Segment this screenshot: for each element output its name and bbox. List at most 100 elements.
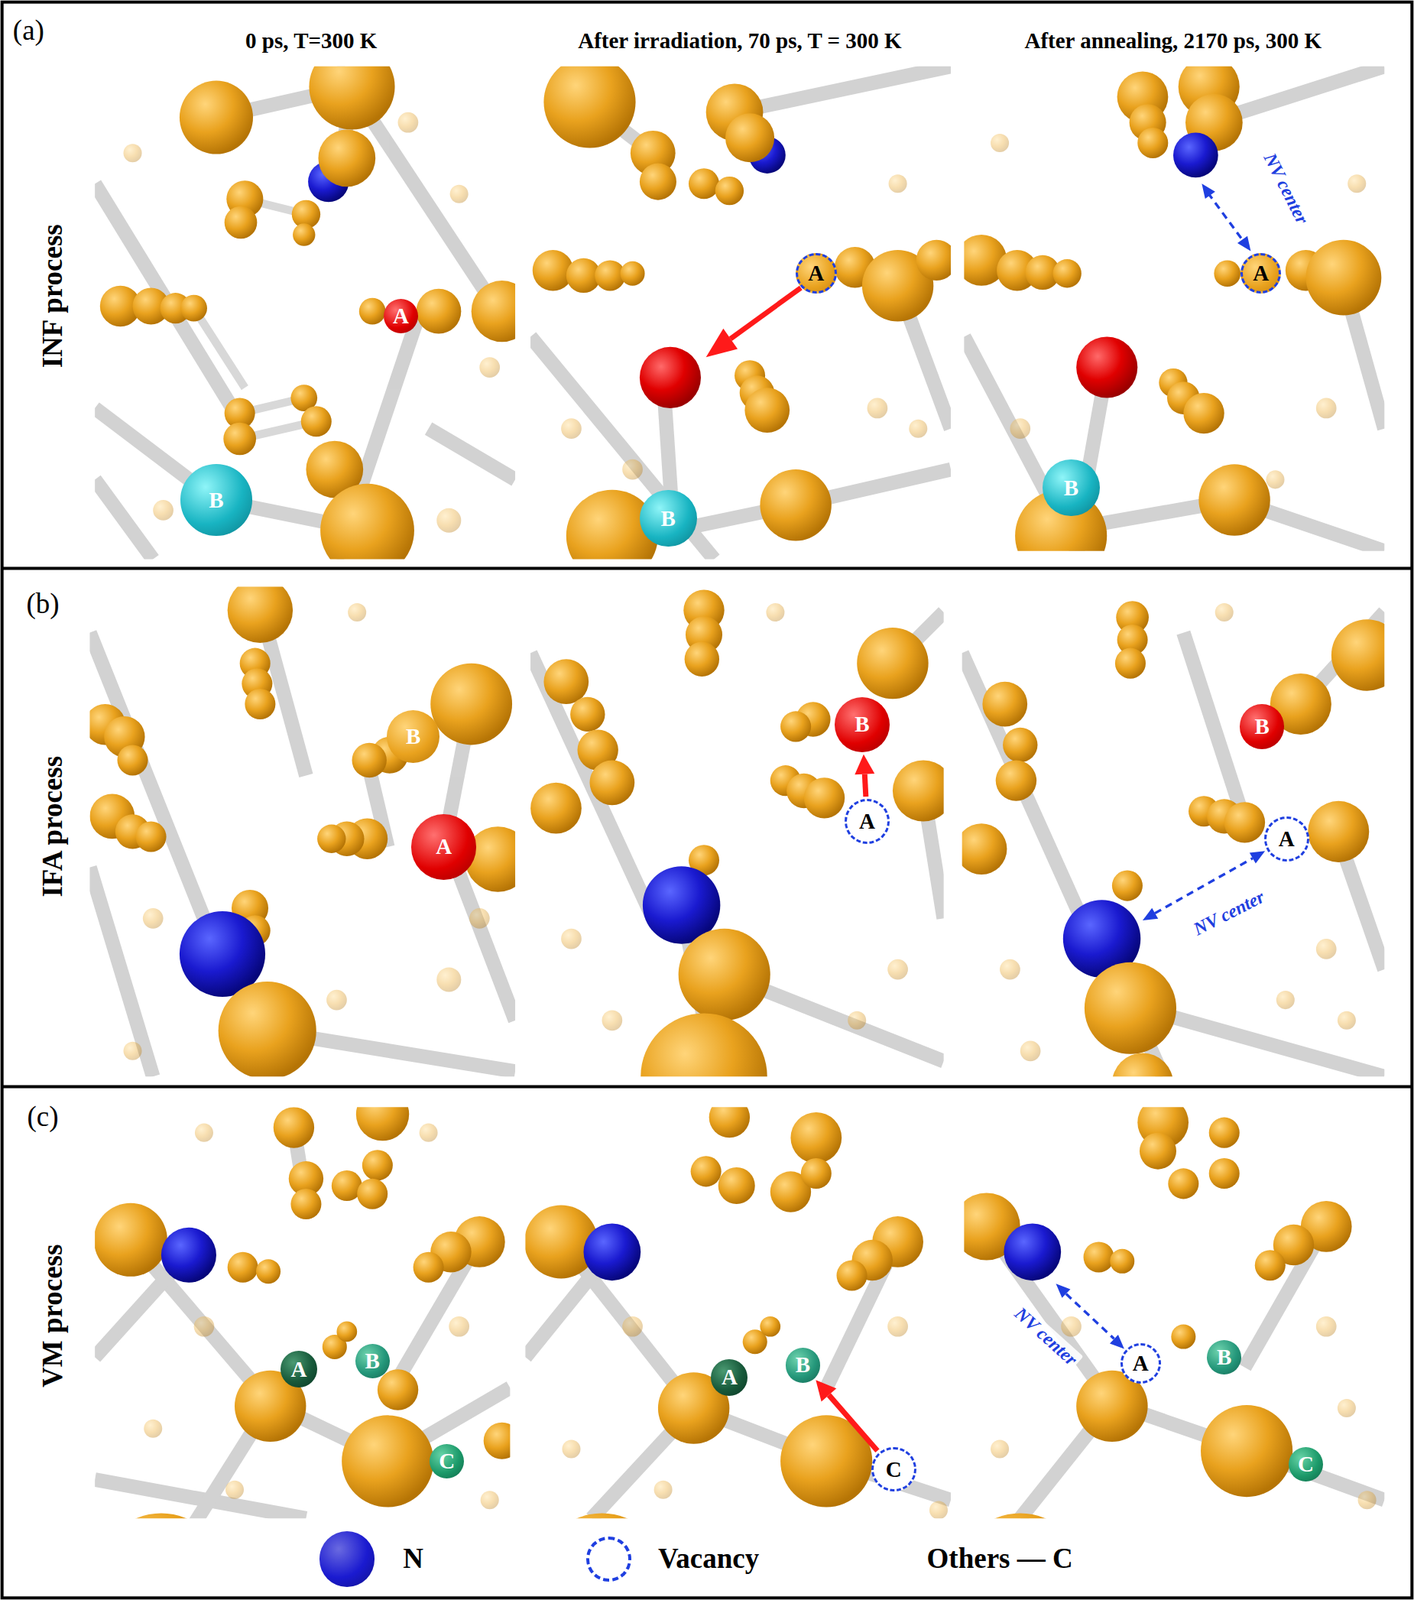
atom-sphere — [223, 422, 257, 456]
panel-label: (c) — [27, 1100, 59, 1134]
atom-sphere — [561, 418, 582, 439]
atom-sphere — [336, 1321, 357, 1343]
atom-label: A — [435, 835, 452, 858]
atom-sphere — [471, 280, 516, 342]
atom-group — [963, 1106, 1352, 1518]
atom-label: C — [438, 1449, 455, 1473]
atom-sphere — [194, 1316, 215, 1337]
atom-sphere — [887, 959, 909, 980]
atom-label: B — [405, 725, 421, 748]
atom-sphere — [351, 742, 386, 778]
atom-label: A — [807, 262, 824, 285]
atom-sphere — [688, 168, 720, 199]
atom-group — [94, 1127, 510, 1518]
atom-group — [990, 133, 1366, 490]
atom-sphere — [1173, 132, 1219, 179]
atom-sphere — [1306, 239, 1382, 316]
vacancy-swatch — [586, 1536, 632, 1582]
atom-sphere — [995, 759, 1037, 801]
atom-sphere — [398, 112, 419, 133]
atom-sphere — [908, 419, 928, 438]
arrow-head — [1142, 908, 1158, 921]
atom-node: B — [355, 1343, 390, 1379]
atom-group — [94, 1106, 510, 1518]
atom-sphere — [856, 627, 928, 699]
atom-sphere — [780, 710, 811, 742]
atom-sphere — [1109, 1248, 1135, 1274]
atom-label: B — [1063, 476, 1079, 500]
atom-sphere — [1316, 1316, 1337, 1337]
atom-sphere — [483, 1422, 511, 1460]
vacancy-marker: A — [844, 798, 890, 844]
bond-line — [2, 567, 1413, 571]
atom-sphere — [1170, 1324, 1196, 1350]
atom-sphere — [1084, 962, 1177, 1055]
atom-sphere — [142, 908, 164, 929]
atom-panel — [89, 587, 516, 1077]
atom-sphere — [887, 1316, 909, 1337]
atom-sphere — [622, 1316, 643, 1337]
atom-group — [123, 603, 490, 1061]
arrow-head — [1055, 1283, 1071, 1298]
atom-sphere — [916, 239, 951, 281]
bond-line — [89, 867, 153, 1077]
atom-sphere — [684, 642, 720, 677]
atom-label: B — [795, 1353, 811, 1376]
atom-sphere — [744, 387, 790, 433]
vacancy-marker: C — [871, 1446, 917, 1492]
atom-panel — [530, 66, 951, 560]
row-label: INF process — [36, 223, 70, 368]
atom-group — [999, 603, 1356, 1061]
atom-sphere — [116, 744, 148, 776]
atom-sphere — [317, 129, 376, 188]
atom-sphere — [227, 1251, 259, 1283]
red-arrow — [854, 754, 875, 798]
atom-group — [530, 612, 944, 1072]
atom-sphere — [136, 821, 167, 853]
atom-sphere — [94, 1203, 168, 1277]
atom-sphere — [982, 681, 1028, 727]
atom-sphere — [419, 1123, 438, 1142]
atom-sphere — [836, 1259, 868, 1291]
atom-sphere — [225, 1480, 244, 1499]
atom-sphere — [561, 928, 582, 950]
atom-sphere — [888, 174, 908, 193]
atom-group — [1055, 1283, 1124, 1349]
atom-sphere — [326, 989, 348, 1011]
atom-sphere — [1198, 463, 1270, 536]
atom-label: B — [208, 489, 224, 512]
atom-sphere — [320, 483, 415, 560]
atom-sphere — [317, 824, 346, 853]
atom-sphere — [290, 1188, 322, 1220]
nv-center-label: NV center — [1187, 885, 1272, 942]
atom-node: B — [834, 697, 890, 753]
atom-sphere — [1112, 1053, 1174, 1077]
atom-sphere — [990, 1439, 1009, 1458]
arrow-head — [1237, 236, 1251, 252]
atom-node: B — [180, 463, 252, 536]
atom-node: B — [1206, 1339, 1242, 1375]
atom-sphere — [790, 1112, 842, 1164]
atom-sphere — [804, 777, 845, 818]
atom-sphere — [1003, 1222, 1061, 1281]
atom-group — [1201, 183, 1251, 251]
atom-sphere — [1167, 1167, 1199, 1199]
atom-sphere — [1337, 1398, 1356, 1418]
atom-sphere — [1060, 1316, 1082, 1337]
atom-sphere — [1183, 392, 1224, 434]
atom-sphere — [359, 298, 386, 325]
column-header: After annealing, 2170 ps, 300 K — [1024, 28, 1322, 54]
atom-sphere — [1331, 619, 1385, 691]
legend-text: N — [402, 1542, 424, 1576]
arrow-head — [815, 1379, 837, 1402]
atom-sphere — [218, 981, 317, 1077]
atom-sphere — [530, 782, 582, 834]
atom-sphere — [1337, 1011, 1356, 1030]
atom-sphere — [308, 66, 395, 130]
atom-sphere — [1112, 870, 1143, 902]
atom-group — [561, 603, 909, 1031]
atom-sphere — [570, 697, 605, 732]
atom-node: A — [411, 814, 477, 879]
atom-sphere — [759, 1316, 781, 1337]
